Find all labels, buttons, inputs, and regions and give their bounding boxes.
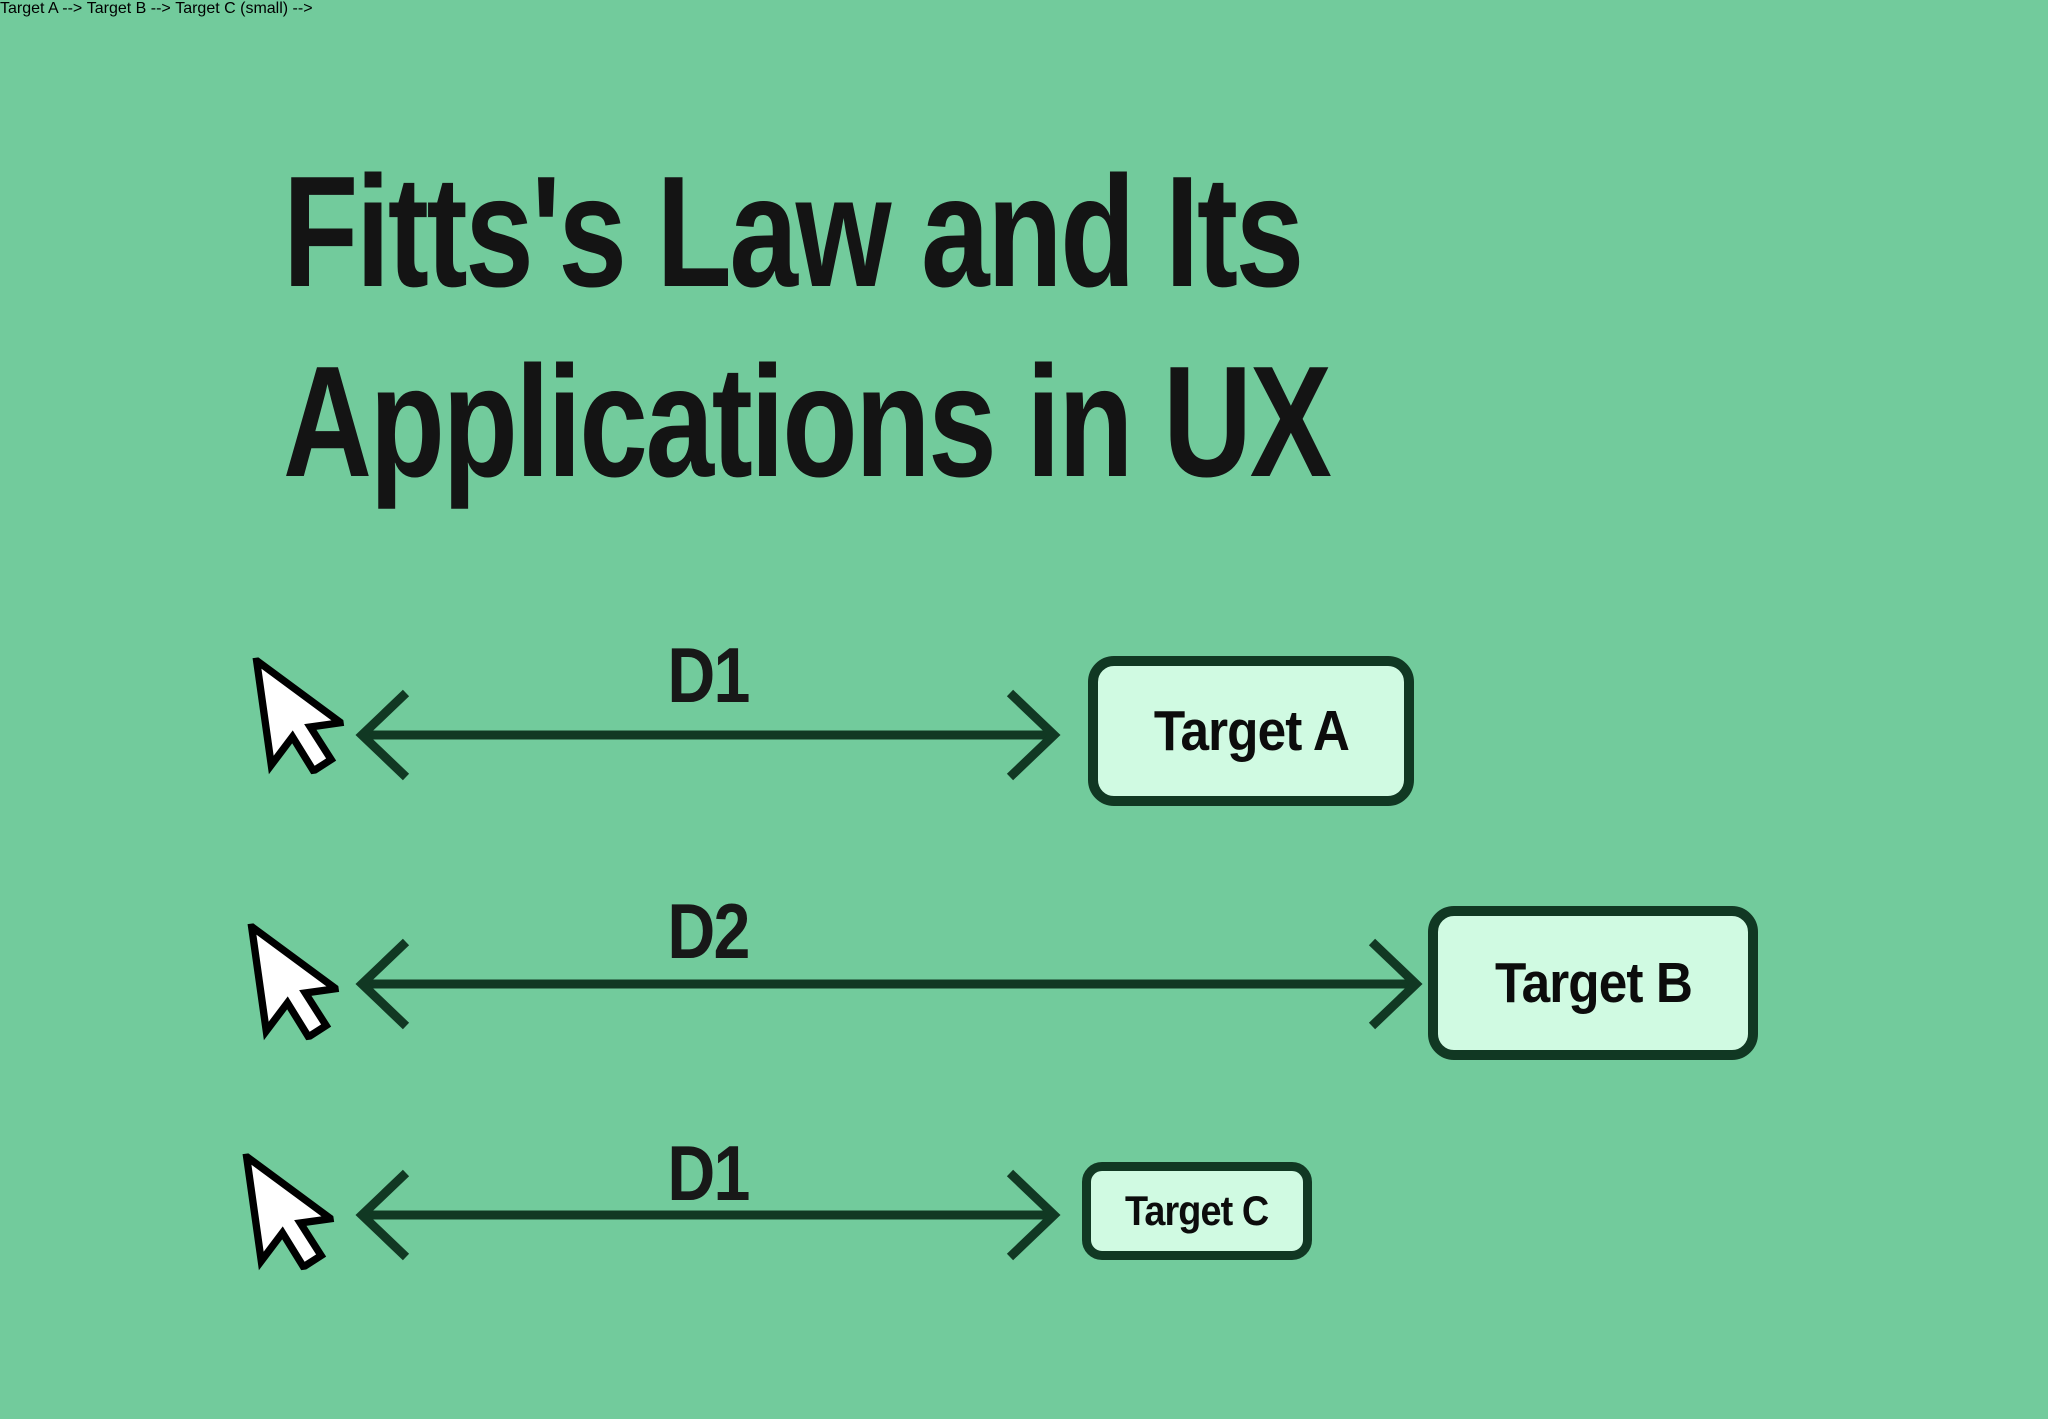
target-a-button[interactable]: Target A xyxy=(1088,656,1414,806)
distance-label-d1-small: D1 xyxy=(667,1129,750,1217)
target-c-button[interactable]: Target C xyxy=(1082,1162,1312,1260)
distance-arrow xyxy=(355,1169,1061,1261)
distance-arrow xyxy=(355,689,1061,781)
distance-label-d1: D1 xyxy=(667,631,750,719)
distance-arrow xyxy=(355,938,1423,1030)
target-c-label: Target C xyxy=(1125,1187,1269,1234)
page-title: Fitts's Law and Its Applications in UX xyxy=(283,138,1332,517)
cursor-icon xyxy=(246,918,346,1042)
page-title-line1: Fitts's Law and Its xyxy=(283,144,1304,320)
target-b-button[interactable]: Target B xyxy=(1428,906,1758,1060)
target-a-label: Target A xyxy=(1153,699,1349,763)
target-b-label: Target B xyxy=(1494,951,1692,1015)
distance-label-d2: D2 xyxy=(667,887,750,975)
cursor-icon xyxy=(251,652,351,776)
page-title-line2: Applications in UX xyxy=(283,333,1332,510)
cursor-icon xyxy=(241,1148,341,1272)
